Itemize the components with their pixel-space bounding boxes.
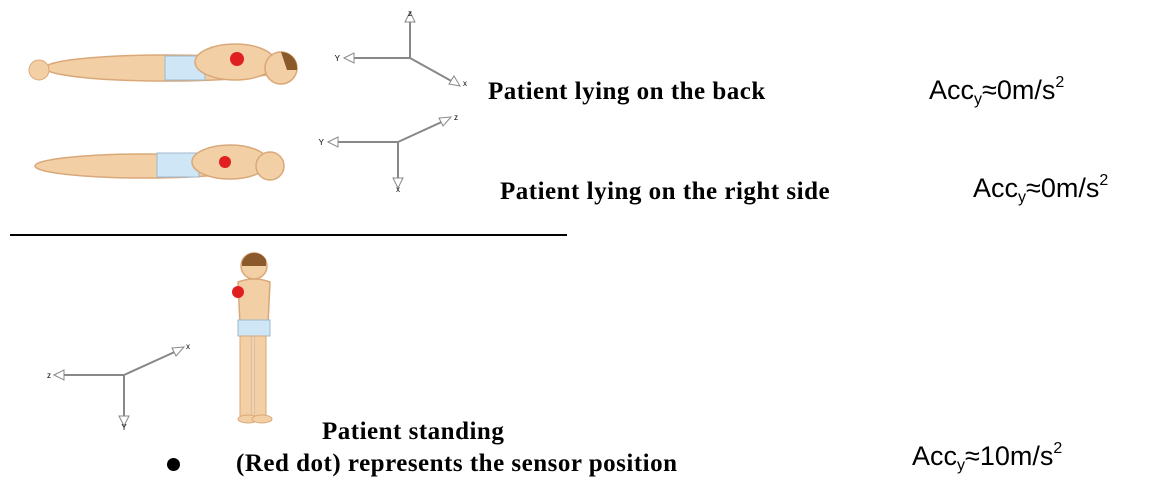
caption-right-side: Patient lying on the right side	[500, 178, 831, 205]
axis-label: x	[186, 342, 190, 351]
sensor-dot	[230, 52, 244, 66]
caption-standing: Patient standing	[322, 418, 505, 445]
axis-label: z	[454, 113, 458, 122]
acc-readout-supine: Accy≈0m/s2	[929, 74, 1065, 108]
axes-icon-back: z Y x	[335, 9, 467, 88]
legend-bullet-icon	[167, 458, 180, 471]
acc-readout-standing: Accy≈10m/s2	[912, 440, 1063, 474]
axis-label: Y	[121, 423, 127, 432]
axis-label: x	[396, 185, 400, 194]
axis-label: z	[408, 9, 412, 18]
legend-text: (Red dot) represents the sensor position	[236, 450, 678, 477]
axis-label: Y	[335, 54, 341, 63]
section-divider	[10, 234, 567, 236]
patient-supine-figure	[28, 43, 298, 85]
caption-supine: Patient lying on the back	[488, 78, 766, 105]
axis-label: Y	[319, 138, 325, 147]
axes-icon-standing: x z Y	[47, 342, 190, 432]
sensor-dot	[232, 286, 244, 298]
sensor-dot	[219, 156, 231, 168]
axes-icon-side: z Y x	[319, 113, 458, 194]
patient-side-figure	[34, 144, 285, 181]
acc-readout-right-side: Accy≈0m/s2	[973, 172, 1109, 206]
patient-standing-figure	[232, 252, 273, 424]
axis-label: x	[463, 79, 467, 88]
axis-label: z	[47, 371, 51, 380]
